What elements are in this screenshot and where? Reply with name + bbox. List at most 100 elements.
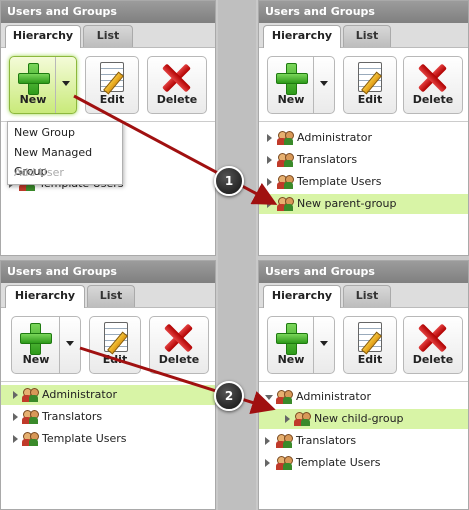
panel-title: Users and Groups [259, 261, 468, 283]
tab-bar: Hierarchy List [1, 23, 215, 48]
group-icon [276, 434, 293, 448]
group-icon [22, 388, 39, 402]
tree-item-selected[interactable]: New child-group [259, 409, 468, 429]
tree-item[interactable]: Template Users [259, 453, 468, 473]
tree-item-label: Template Users [297, 175, 382, 188]
tree-item[interactable]: Translators [259, 431, 468, 451]
new-dropdown-toggle[interactable] [313, 317, 334, 373]
plus-icon [18, 63, 50, 95]
step-badge-2: 2 [214, 381, 244, 411]
delete-button-label: Delete [156, 93, 198, 106]
delete-button[interactable]: Delete [403, 316, 463, 374]
tab-list[interactable]: List [87, 285, 135, 307]
tree-item-selected[interactable]: Administrator [1, 385, 215, 405]
tree-item[interactable]: Translators [259, 150, 468, 170]
expand-arrow-icon[interactable] [13, 413, 18, 421]
tree-item-label: Template Users [296, 456, 381, 469]
tree-item-selected[interactable]: New parent-group [259, 194, 468, 214]
tree-item[interactable]: Template Users [1, 429, 215, 449]
edit-button-label: Edit [99, 93, 125, 106]
toolbar: New Edit Delete [1, 48, 215, 122]
menu-item-new-managed-group[interactable]: New Managed Group [14, 146, 93, 178]
new-button-label: New [277, 93, 305, 106]
group-tree: Administrator Translators Template Users… [259, 122, 468, 255]
toolbar: New Edit Delete [1, 308, 215, 382]
tree-item-label: New child-group [314, 412, 404, 425]
tab-bar: Hierarchy List [1, 283, 215, 308]
tree-item-label: Translators [297, 153, 358, 166]
new-dropdown-menu: New Group New Managed Group Add User [7, 121, 123, 185]
toolbar: New Edit Delete [259, 48, 468, 122]
menu-item-add-user: Add User [14, 166, 64, 179]
panel-title: Users and Groups [1, 261, 215, 283]
toolbar: New Edit Delete [259, 308, 468, 382]
new-button[interactable]: New [9, 56, 77, 114]
chevron-down-icon [320, 81, 328, 86]
chevron-down-icon [62, 81, 70, 86]
group-tree: Administrator Translators Template Users [1, 382, 215, 509]
tab-hierarchy[interactable]: Hierarchy [263, 25, 341, 48]
delete-button-label: Delete [412, 93, 454, 106]
new-button[interactable]: New [267, 56, 335, 114]
tree-item[interactable]: Translators [1, 407, 215, 427]
panel-title: Users and Groups [1, 1, 215, 23]
step-badge-1: 1 [214, 166, 244, 196]
tree-item[interactable]: Administrator [259, 387, 468, 407]
tab-hierarchy[interactable]: Hierarchy [5, 25, 81, 48]
tab-bar: Hierarchy List [259, 23, 468, 48]
group-icon [294, 412, 311, 426]
delete-button-label: Delete [158, 353, 200, 366]
expand-arrow-icon[interactable] [265, 459, 270, 467]
plus-icon [276, 63, 308, 95]
tree-item-label: Template Users [42, 432, 127, 445]
new-dropdown-toggle[interactable] [55, 57, 76, 113]
expand-arrow-icon[interactable] [265, 437, 270, 445]
tree-item-label: Administrator [296, 390, 371, 403]
new-button[interactable]: New [267, 316, 335, 374]
chevron-down-icon [66, 341, 74, 346]
new-button[interactable]: New [11, 316, 81, 374]
tab-hierarchy[interactable]: Hierarchy [263, 285, 341, 308]
delete-button[interactable]: Delete [149, 316, 209, 374]
group-icon [277, 153, 294, 167]
tab-hierarchy[interactable]: Hierarchy [5, 285, 85, 308]
delete-button[interactable]: Delete [147, 56, 207, 114]
new-dropdown-toggle[interactable] [313, 57, 334, 113]
tree-item-label: Administrator [297, 131, 372, 144]
group-tree: Administrator New child-group Translator… [259, 382, 468, 509]
expand-arrow-icon[interactable] [13, 391, 18, 399]
tab-list[interactable]: List [83, 25, 133, 47]
tree-item[interactable]: Template Users [259, 172, 468, 192]
expand-arrow-icon[interactable] [267, 178, 272, 186]
edit-button[interactable]: Edit [85, 56, 139, 114]
new-dropdown-toggle[interactable] [59, 317, 80, 373]
edit-button[interactable]: Edit [343, 56, 397, 114]
expand-arrow-icon[interactable] [267, 156, 272, 164]
group-icon [22, 432, 39, 446]
edit-button[interactable]: Edit [343, 316, 397, 374]
tree-item-label: Translators [296, 434, 357, 447]
group-icon [276, 390, 293, 404]
tree-item-label: Administrator [42, 388, 117, 401]
expand-arrow-icon[interactable] [13, 435, 18, 443]
menu-item-new-group[interactable]: New Group [14, 126, 75, 139]
group-icon [277, 197, 294, 211]
plus-icon [276, 323, 308, 355]
delete-button[interactable]: Delete [403, 56, 463, 114]
divider-band [218, 0, 256, 510]
new-button-label: New [277, 353, 305, 366]
tree-item-label: New parent-group [297, 197, 397, 210]
tree-item[interactable]: Administrator [259, 128, 468, 148]
tab-list[interactable]: List [343, 25, 391, 47]
expand-arrow-icon[interactable] [285, 415, 290, 423]
group-icon [276, 456, 293, 470]
tab-list[interactable]: List [343, 285, 391, 307]
chevron-down-icon [320, 341, 328, 346]
tree-item-label: Translators [42, 410, 103, 423]
expand-arrow-icon[interactable] [267, 134, 272, 142]
new-button-label: New [19, 93, 47, 106]
plus-icon [20, 323, 52, 355]
users-groups-panel-c: Users and Groups Hierarchy List New Edit… [0, 260, 216, 510]
edit-button-label: Edit [357, 353, 383, 366]
